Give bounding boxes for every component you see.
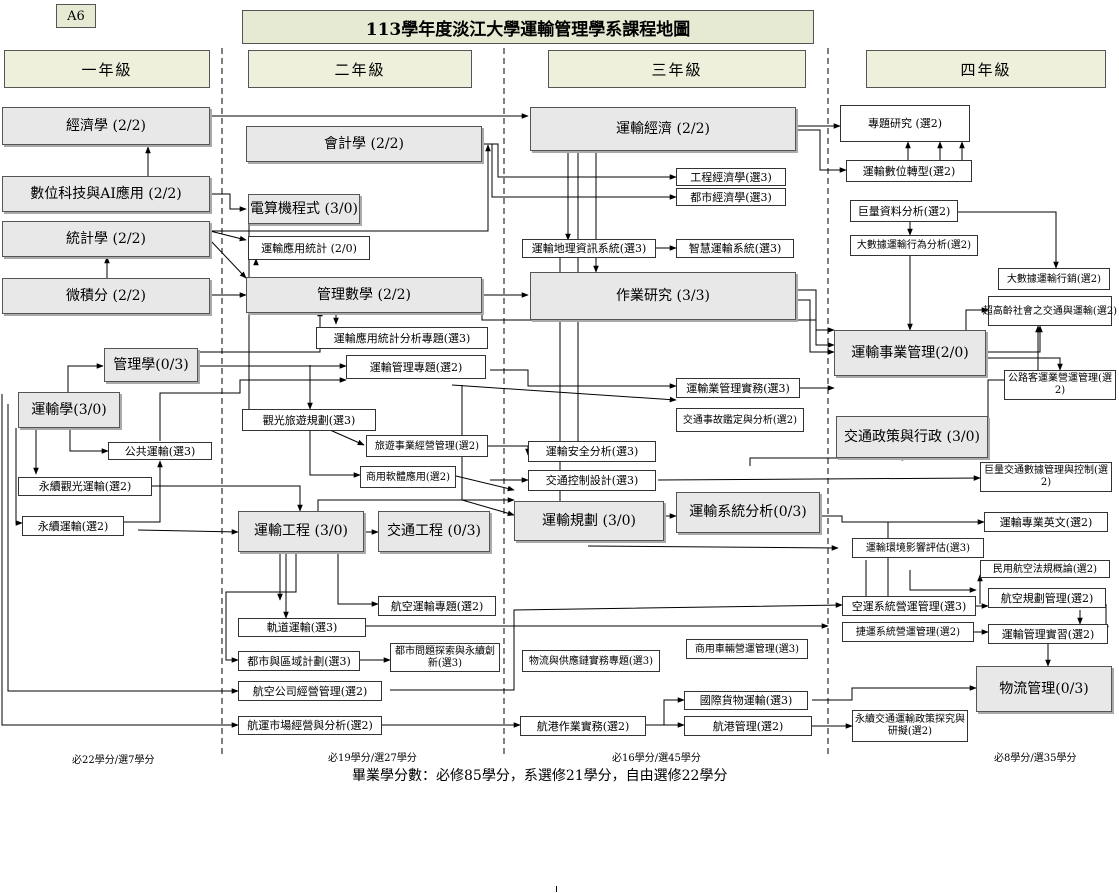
course-box: 運輸工程 (3/0) <box>238 511 364 552</box>
course-box: 工程經濟學(選3) <box>676 168 786 186</box>
course-box: 運輸環境影響評估(選3) <box>852 538 984 558</box>
year-4-header: 四年級 <box>866 50 1106 88</box>
course-box: 旅遊事業經營管理(選2) <box>366 435 488 457</box>
course-box: 永續觀光運輸(選2) <box>18 477 152 496</box>
course-box: 都市問題探索與永續創新(選3) <box>390 643 500 672</box>
course-box: 會計學 (2/2) <box>246 126 482 162</box>
course-box: 巨量交通數據管理與控制(選2) <box>980 462 1112 492</box>
course-box: 運輸應用統計 (2/0) <box>248 236 370 260</box>
course-box: 民用航空法規概論(選2) <box>980 560 1110 578</box>
course-box: 公共運輸(選3) <box>108 442 212 460</box>
graduation-credits-summary: 畢業學分數：必修85學分，系選修21學分，自由選修22學分 <box>352 768 728 784</box>
course-box: 運輸應用統計分析專題(選3) <box>316 327 488 349</box>
course-box: 公路客運業營運管理(選2) <box>1004 370 1116 400</box>
course-box: 經濟學 (2/2) <box>2 107 210 145</box>
course-box: 交通工程 (0/3) <box>378 511 490 552</box>
course-box: 永續交通運輸政策探究與研擬(選2) <box>852 710 968 742</box>
course-box: 商用軟體應用(選2) <box>360 466 456 488</box>
course-box: 數位科技與AI應用 (2/2) <box>2 176 210 212</box>
course-box: 永續運輸(選2) <box>22 516 124 536</box>
course-box: 運輸規劃 (3/0) <box>514 501 664 541</box>
course-box: 捷運系統營運管理(選2) <box>842 622 974 642</box>
course-box: 交通控制設計(選3) <box>528 470 656 491</box>
course-box: 運輸管理實習(選2) <box>988 624 1108 644</box>
course-box: 運輸地理資訊系統(選3) <box>522 239 656 258</box>
year-2-header: 二年級 <box>248 50 472 88</box>
course-box: 航空規劃管理(選2) <box>988 588 1106 608</box>
course-box: 運輸專業英文(選2) <box>984 512 1108 532</box>
course-box: 巨量資料分析(選2) <box>850 200 958 222</box>
course-box: 作業研究 (3/3) <box>530 272 796 320</box>
course-box: 運輸管理專題(選2) <box>346 355 486 379</box>
course-box: 運輸業管理實務(選3) <box>676 378 800 398</box>
page-title: 113學年度淡江大學運輸管理學系課程地圖 <box>242 10 814 44</box>
course-box: 超高齡社會之交通與運輸(選2) <box>983 296 1117 326</box>
course-box: 管理學(0/3) <box>104 348 198 382</box>
course-box: 統計學 (2/2) <box>2 221 210 257</box>
course-box: 航空公司經營管理(選2) <box>238 681 382 701</box>
course-box: 都市經濟學(選3) <box>676 188 786 206</box>
course-box: 大數據運輸行為分析(選2) <box>850 235 978 256</box>
year-1-header: 一年級 <box>4 50 210 88</box>
page-code: A6 <box>56 4 96 28</box>
credits-year-3: 必16學分/選45學分 <box>612 753 701 764</box>
course-box: 電算機程式 (3/0) <box>248 194 360 224</box>
course-box: 專題研究 (選2) <box>840 105 970 142</box>
course-box: 運輸學(3/0) <box>18 392 120 428</box>
course-box: 都市與區域計劃(選3) <box>238 651 360 671</box>
year-3-header: 三年級 <box>548 50 806 88</box>
course-box: 運輸安全分析(選3) <box>528 441 656 462</box>
course-box: 空運系統營運管理(選3) <box>842 596 976 616</box>
course-box: 商用車輛營運管理(選3) <box>686 639 808 659</box>
credits-year-1: 必22學分/選7學分 <box>72 755 155 766</box>
course-box: 觀光旅遊規劃(選3) <box>242 409 376 431</box>
course-box: 微積分 (2/2) <box>2 278 210 314</box>
course-box: 管理數學 (2/2) <box>246 277 482 313</box>
course-box: 航運市場經營與分析(選2) <box>238 716 382 735</box>
course-box: 航空運輸專題(選2) <box>378 596 496 616</box>
course-box: 運輸事業管理(2/0) <box>834 330 986 376</box>
credits-year-4: 必8學分/選35學分 <box>994 753 1077 764</box>
course-box: 物流與供應鏈實務專題(選3) <box>522 650 660 672</box>
course-box: 物流管理(0/3) <box>976 666 1112 712</box>
course-box: 交通事故鑑定與分析(選2) <box>676 408 804 432</box>
course-box: 軌道運輸(選3) <box>238 618 366 637</box>
course-box: 國際貨物運輸(選3) <box>684 691 808 710</box>
course-box: 智慧運輸系統(選3) <box>676 239 794 258</box>
course-box: 運輸數位轉型(選2) <box>846 160 972 182</box>
course-box: 航港管理(選2) <box>684 716 812 736</box>
course-box: 航港作業實務(選2) <box>520 716 646 736</box>
course-box: 大數據運輸行銷(選2) <box>998 268 1110 290</box>
course-box: 運輸經濟 (2/2) <box>530 107 796 151</box>
page-mark <box>556 886 557 892</box>
course-box: 運輸系統分析(0/3) <box>676 492 820 533</box>
credits-year-2: 必19學分/選27學分 <box>328 753 417 764</box>
course-box: 交通政策與行政 (3/0) <box>836 416 988 458</box>
